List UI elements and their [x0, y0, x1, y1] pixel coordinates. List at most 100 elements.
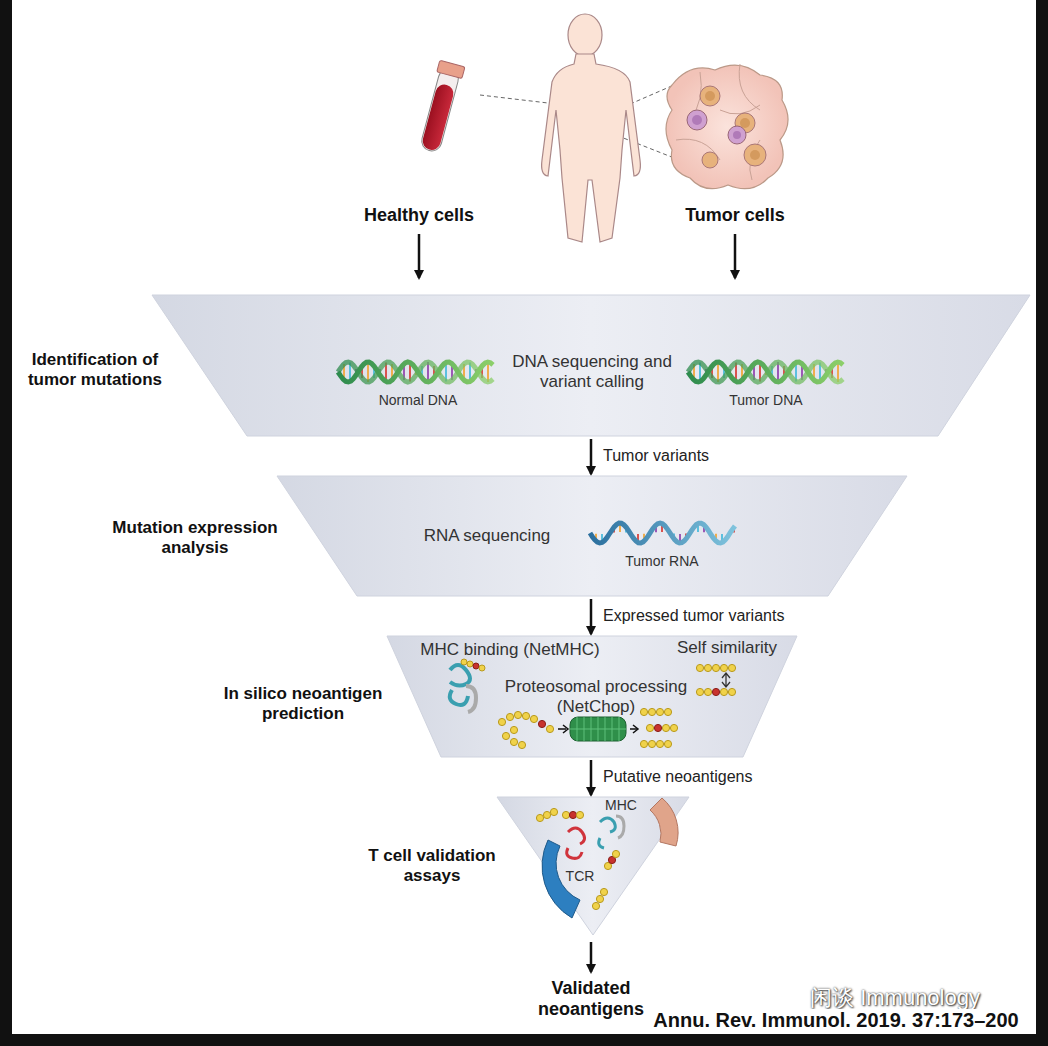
peptide-bead — [712, 664, 719, 671]
peptide-bead — [502, 732, 509, 739]
peptide-bead — [696, 688, 703, 695]
peptide-bead — [608, 856, 615, 863]
base-pair — [619, 523, 621, 532]
base-pair — [717, 362, 719, 382]
peptide-bead — [546, 725, 553, 732]
peptide-bead — [543, 811, 550, 818]
peptide-bead — [656, 708, 663, 715]
base-pair — [385, 362, 387, 381]
peptide-bead — [596, 895, 603, 902]
peptide-bead — [510, 738, 517, 745]
stage-heading: Identification of tumor mutations — [13, 350, 178, 389]
expression-band: Mutation expression analysisRNA sequenci… — [100, 476, 908, 597]
peptide-bead — [704, 688, 711, 695]
edge-label: Expressed tumor variants — [601, 607, 786, 625]
peptide-bead — [656, 740, 663, 747]
peptide-bead — [728, 688, 735, 695]
strand — [590, 523, 735, 543]
base-pair — [481, 366, 483, 378]
stage-heading: Mutation expression analysis — [105, 518, 285, 557]
peptide-bead — [510, 726, 517, 733]
base-pair — [685, 534, 687, 539]
base-pair — [601, 534, 603, 543]
peptide-bead — [576, 811, 583, 818]
stage-label: MHC — [605, 797, 637, 813]
base-pair — [469, 362, 471, 381]
stage-label: MHC binding (NetMHC) — [420, 640, 599, 660]
peptide-bead — [654, 724, 661, 731]
band-outline — [152, 295, 1030, 436]
output-arrow — [590, 942, 593, 972]
peptide-bead — [538, 720, 545, 727]
peptide-bead — [646, 724, 653, 731]
base-pair — [349, 362, 351, 381]
base-pair — [733, 527, 735, 532]
peptide-bead — [640, 708, 647, 715]
proteasome — [558, 717, 638, 741]
base-pair — [831, 366, 833, 378]
strand — [338, 362, 493, 382]
band-outline — [387, 636, 797, 757]
base-pair — [643, 534, 645, 541]
flow-arrow — [590, 439, 593, 474]
base-pair — [727, 533, 729, 536]
source-label: Tumor cells — [685, 205, 785, 226]
peptide-bead — [720, 688, 727, 695]
base-pair — [625, 527, 627, 532]
peptide-bead — [640, 740, 647, 747]
base-pair — [783, 366, 785, 378]
peptide-bead — [600, 888, 607, 895]
base-pair — [361, 366, 363, 378]
tumor-cluster — [666, 64, 788, 189]
base-pair — [705, 369, 707, 375]
peptide-bead — [514, 711, 521, 718]
base-pair — [391, 364, 393, 380]
base-pair — [741, 364, 743, 380]
base-pair — [415, 369, 417, 375]
mutation-band: Identification of tumor mutationsDNA seq… — [20, 295, 1032, 437]
peptide-bead — [704, 664, 711, 671]
band-outline — [497, 797, 689, 935]
base-pair — [439, 369, 441, 375]
base-pair — [631, 533, 633, 536]
base-pair — [801, 364, 803, 380]
base-pair — [729, 369, 731, 375]
base-pair — [487, 362, 489, 382]
base-pair — [475, 369, 477, 375]
base-pair — [795, 362, 797, 381]
base-pair — [819, 362, 821, 381]
base-pair — [379, 369, 381, 375]
peptide-bead — [664, 708, 671, 715]
base-pair — [771, 366, 773, 378]
peptide-bead — [536, 814, 543, 821]
base-pair — [721, 534, 723, 543]
peptide-bead — [569, 811, 576, 818]
peptide-bead — [562, 811, 569, 818]
leader-line — [480, 95, 548, 103]
band-outline — [277, 476, 907, 596]
similarity-arrow — [722, 673, 730, 687]
base-pair — [451, 364, 453, 380]
peptide-bead — [728, 664, 735, 671]
base-pair — [655, 525, 657, 532]
peptide-bead — [664, 740, 671, 747]
base-pair — [837, 362, 839, 382]
base-pair — [373, 366, 375, 378]
strand — [688, 362, 843, 382]
base-pair — [661, 523, 663, 532]
stage-label: DNA sequencing and variant calling — [505, 352, 680, 391]
base-pair — [759, 362, 761, 381]
base-pair — [703, 525, 705, 532]
base-pair — [463, 364, 465, 380]
base-pair — [673, 534, 675, 539]
peptide-bead — [498, 718, 505, 725]
base-pair — [723, 366, 725, 378]
peptide-bead — [612, 850, 619, 857]
peptide-bead — [592, 902, 599, 909]
strand — [338, 362, 493, 382]
stage-label: Tumor RNA — [625, 553, 698, 569]
base-pair — [679, 534, 681, 543]
base-pair — [427, 362, 429, 382]
base-pair — [355, 369, 357, 375]
peptide-bead — [550, 808, 557, 815]
